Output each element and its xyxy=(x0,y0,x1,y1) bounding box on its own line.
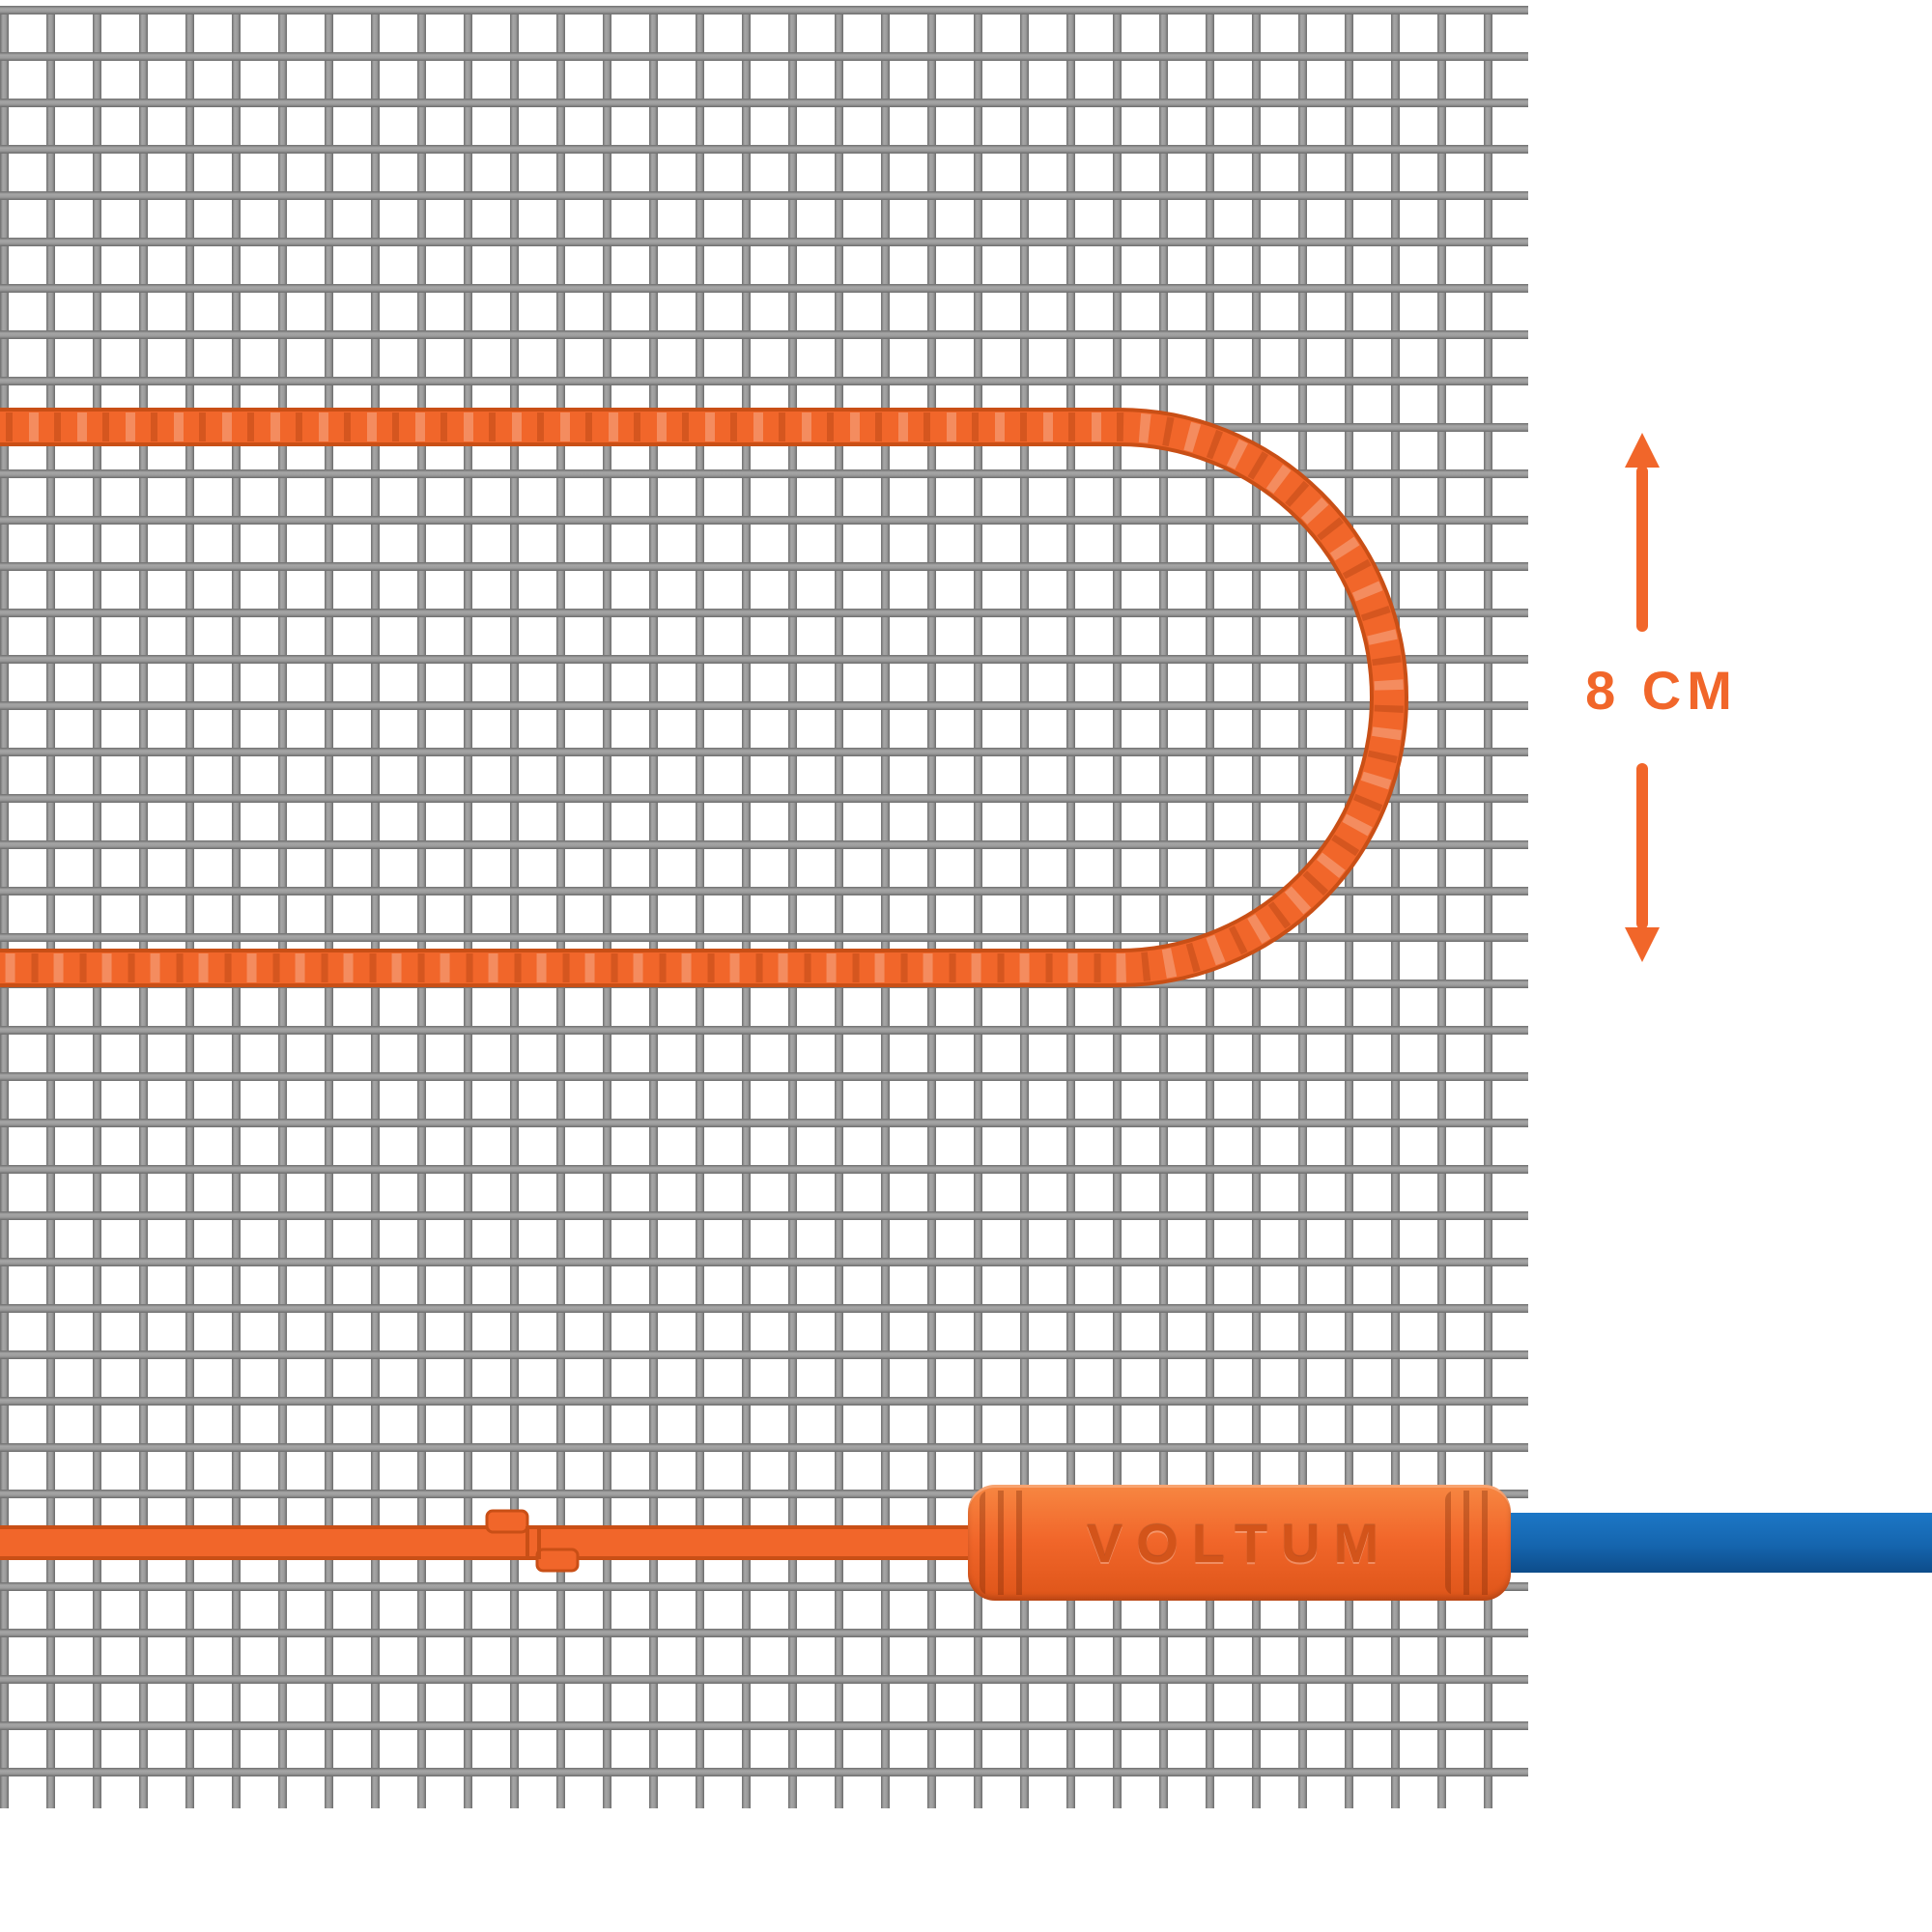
cold-lead-cable xyxy=(1499,1513,1932,1573)
arrow-up-icon xyxy=(1625,433,1660,468)
dimension-line-bottom xyxy=(1636,763,1648,929)
spacing-dimension-label: 8 CM xyxy=(1585,660,1738,721)
heating-cable-loop xyxy=(0,412,1405,983)
heating-cable-outline xyxy=(0,408,1408,987)
heating-cable-twist-shadow xyxy=(0,412,1404,982)
cable-splice-clip-top xyxy=(485,1509,529,1534)
cable-connector: VOLTUM xyxy=(968,1485,1511,1601)
arrow-down-icon xyxy=(1625,927,1660,962)
dimension-line-top xyxy=(1636,466,1648,632)
brand-logo-text: VOLTUM xyxy=(1086,1512,1393,1574)
cable-splice-clip-bottom xyxy=(535,1548,580,1573)
connector-ribs-left xyxy=(980,1491,1034,1595)
heating-cable-twist-highlight xyxy=(0,412,1404,982)
connector-ribs-right xyxy=(1445,1491,1499,1595)
